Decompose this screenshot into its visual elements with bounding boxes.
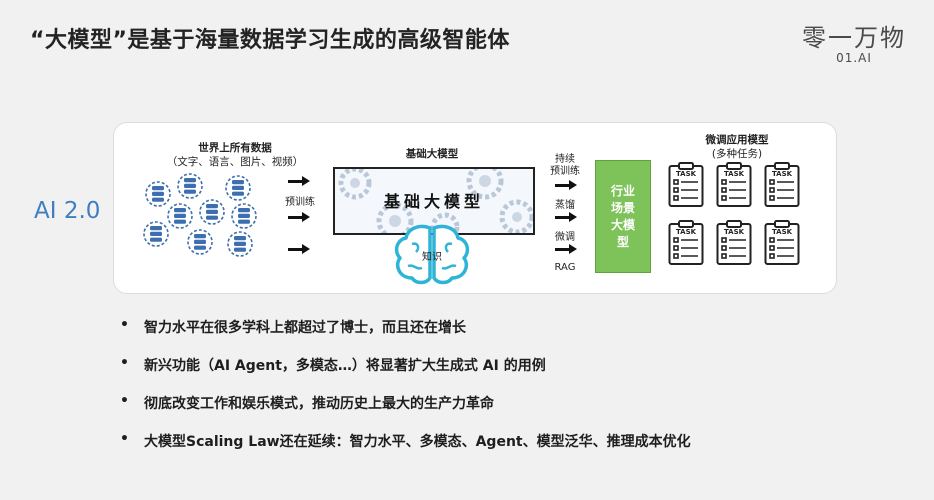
task-card-icon: TASK xyxy=(764,162,800,208)
bullet-dot-icon: • xyxy=(120,317,129,333)
database-icon xyxy=(199,199,225,225)
task-card-icon: TASK xyxy=(764,220,800,266)
pretrain-label: 预训练 xyxy=(285,197,315,208)
database-icon xyxy=(227,231,253,257)
logo: 零一万物 01.AI xyxy=(802,18,906,65)
bullet-dot-icon: • xyxy=(120,431,129,447)
task-label: TASK xyxy=(723,170,745,178)
logo-sub: 01.AI xyxy=(836,51,872,65)
database-icon xyxy=(167,203,193,229)
ai-version-label: AI 2.0 xyxy=(34,198,101,224)
method-label-rag: RAG xyxy=(554,262,576,273)
arrow-right-icon xyxy=(555,212,577,222)
brain-icon xyxy=(394,224,470,285)
database-icons xyxy=(143,173,257,257)
method-label-finetune: 微调 xyxy=(555,232,575,243)
arrow-right-icon xyxy=(555,244,577,254)
task-label: TASK xyxy=(723,228,745,236)
task-label: TASK xyxy=(675,228,697,236)
base-model-caption: 基础大模型 xyxy=(405,148,459,160)
arrow-right-icon xyxy=(288,244,310,254)
industry-model-text: 行业场景大模型 xyxy=(610,183,635,249)
database-icon xyxy=(143,221,169,247)
method-label-distill: 蒸馏 xyxy=(555,200,575,211)
bullet-item: •智力水平在很多学科上都超过了博士，而且还在增长 xyxy=(120,317,466,336)
finetune-caption-subtitle: (多种任务) xyxy=(711,148,763,160)
industry-model-box: 行业场景大模型 xyxy=(595,160,651,273)
arrow-right-icon xyxy=(288,212,310,222)
bullet-dot-icon: • xyxy=(120,393,129,409)
task-label: TASK xyxy=(771,170,793,178)
database-icon xyxy=(177,173,203,199)
database-icon xyxy=(187,229,213,255)
method-label: 持续 xyxy=(555,154,575,165)
bullet-list: •智力水平在很多学科上都超过了博士，而且还在增长 •新兴功能（AI Agent，… xyxy=(120,317,691,469)
task-card-icon: TASK xyxy=(668,220,704,266)
database-icon xyxy=(231,203,257,229)
base-model-text: 基础大模型 xyxy=(383,192,484,211)
database-icon xyxy=(225,175,251,201)
task-card-icon: TASK xyxy=(668,162,704,208)
data-caption-subtitle: （文字、语言、图片、视频） xyxy=(166,156,304,168)
logo-name: 零一万物 xyxy=(802,24,906,52)
database-icon xyxy=(145,181,171,207)
arrow-right-icon xyxy=(555,180,577,190)
task-label: TASK xyxy=(675,170,697,178)
task-label: TASK xyxy=(771,228,793,236)
finetune-caption-title: 微调应用模型 xyxy=(705,134,769,146)
page-title: “大模型”是基于海量数据学习生成的高级智能体 xyxy=(30,28,510,53)
bullet-item: •新兴功能（AI Agent，多模态…）将显著扩大生成式 AI 的用例 xyxy=(120,355,546,374)
task-card-icon: TASK xyxy=(716,220,752,266)
bullet-dot-icon: • xyxy=(120,355,129,371)
task-card-icon: TASK xyxy=(716,162,752,208)
bullet-item: •彻底改变工作和娱乐模式，推动历史上最大的生产力革命 xyxy=(120,393,494,412)
bullet-item: •大模型Scaling Law还在延续：智力水平、多模态、Agent、模型泛华、… xyxy=(120,431,691,450)
arrow-right-icon xyxy=(288,176,310,186)
method-label-2: 预训练 xyxy=(550,166,580,177)
data-caption-title: 世界上所有数据 xyxy=(198,142,272,154)
knowledge-label: 知识 xyxy=(422,252,442,263)
